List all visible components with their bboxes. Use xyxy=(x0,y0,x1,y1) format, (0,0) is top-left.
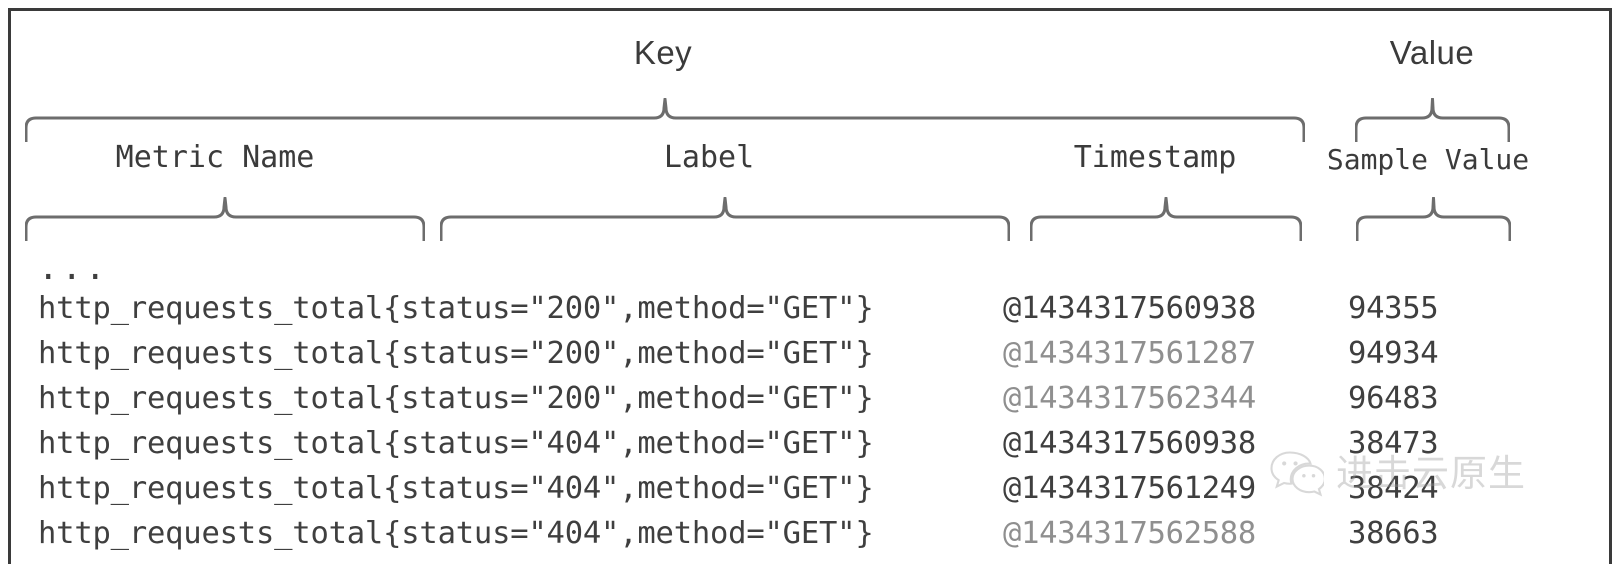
column-label-metric-name: Metric Name xyxy=(115,140,315,175)
group-title-value: Value xyxy=(1389,34,1475,71)
table-row: http_requests_total{status="200",method=… xyxy=(38,286,1610,331)
table-row: http_requests_total{status="404",method=… xyxy=(38,421,1610,466)
column-label-timestamp: Timestamp xyxy=(1073,140,1237,175)
brace-timestamp xyxy=(1030,197,1302,241)
sample-list: ... http_requests_total{status="200",met… xyxy=(38,250,1610,556)
row-series: http_requests_total{status="404",method=… xyxy=(38,426,874,461)
row-series: http_requests_total{status="200",method=… xyxy=(38,291,874,326)
row-series: http_requests_total{status="200",method=… xyxy=(38,381,874,416)
row-timestamp: @1434317562344 xyxy=(1003,381,1256,416)
row-sample-value: 94934 xyxy=(1348,336,1439,371)
row-sample-value: 38424 xyxy=(1348,471,1439,506)
column-label-label: Label xyxy=(663,140,755,175)
row-timestamp: @1434317561287 xyxy=(1003,336,1256,371)
ellipsis-marker: ... xyxy=(38,248,109,288)
row-sample-value: 96483 xyxy=(1348,381,1439,416)
row-timestamp: @1434317560938 xyxy=(1003,291,1256,326)
figure-frame xyxy=(8,8,1612,564)
row-sample-value: 94355 xyxy=(1348,291,1439,326)
group-title-key: Key xyxy=(633,34,693,71)
brace-key xyxy=(25,98,1305,142)
row-sample-value: 38663 xyxy=(1348,516,1439,551)
row-series: http_requests_total{status="404",method=… xyxy=(38,516,874,551)
brace-sample-value xyxy=(1356,197,1511,241)
brace-metric-name xyxy=(25,197,425,241)
row-timestamp: @1434317562588 xyxy=(1003,516,1256,551)
table-row: http_requests_total{status="200",method=… xyxy=(38,376,1610,421)
row-timestamp: @1434317561249 xyxy=(1003,471,1256,506)
column-label-sample-value: Sample Value xyxy=(1326,143,1530,176)
table-row: http_requests_total{status="404",method=… xyxy=(38,466,1610,511)
row-series: http_requests_total{status="404",method=… xyxy=(38,471,874,506)
row-timestamp: @1434317560938 xyxy=(1003,426,1256,461)
brace-label xyxy=(440,197,1010,241)
table-row: http_requests_total{status="200",method=… xyxy=(38,331,1610,376)
row-series: http_requests_total{status="200",method=… xyxy=(38,336,874,371)
table-row: http_requests_total{status="404",method=… xyxy=(38,511,1610,556)
brace-value xyxy=(1355,98,1510,142)
row-sample-value: 38473 xyxy=(1348,426,1439,461)
